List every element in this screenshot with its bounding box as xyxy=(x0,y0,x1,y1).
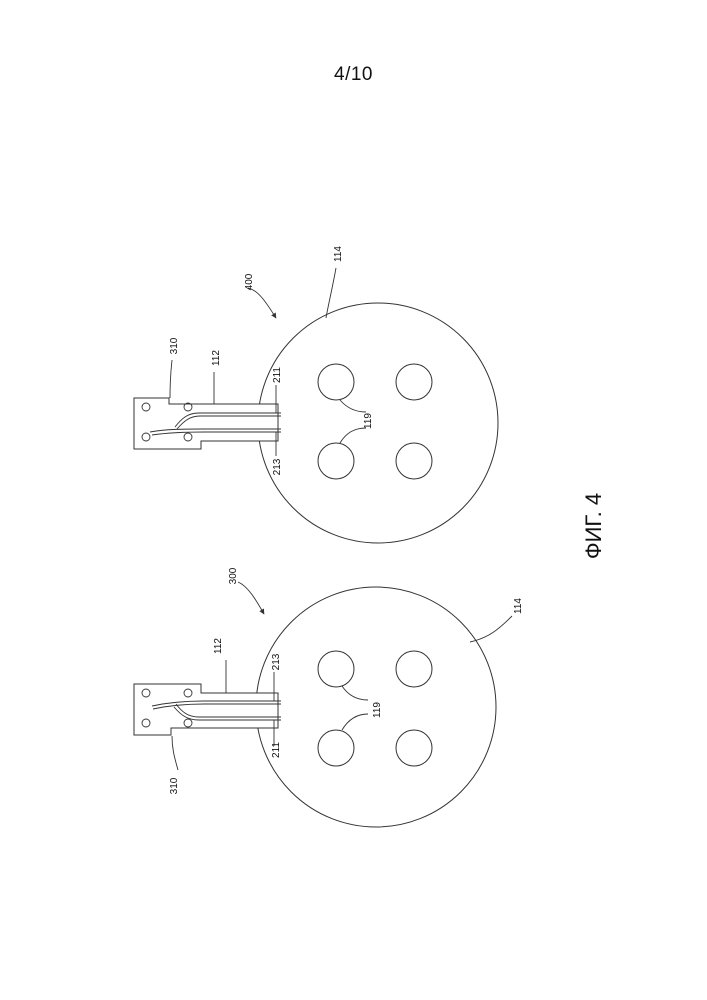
device-400-connector-leader xyxy=(170,360,172,398)
device-400-ref-openings: 119 xyxy=(363,413,374,429)
device-300-assembly-arrow xyxy=(238,582,264,614)
device-400-ref-connector: 310 xyxy=(169,337,180,354)
device-300-ref-openings: 119 xyxy=(372,702,383,718)
device-300-ref-tail: 112 xyxy=(213,638,224,654)
device-400-ref-tail: 112 xyxy=(211,350,222,366)
device-400: 400 114 112 310 211 213 119 xyxy=(134,246,498,543)
device-400-body-leader xyxy=(326,268,336,318)
device-300-body-leader xyxy=(470,616,512,642)
device-300-connector-tail xyxy=(134,684,278,735)
device-400-assembly-arrow xyxy=(248,288,276,318)
device-300: 300 114 112 310 213 211 119 xyxy=(134,567,524,827)
device-400-body-disc xyxy=(258,303,498,543)
device-400-ref-trace-b: 213 xyxy=(272,458,283,475)
device-300-ref-trace-a: 213 xyxy=(271,653,282,670)
device-400-ref-body: 114 xyxy=(333,246,344,262)
device-400-ref-trace-a: 211 xyxy=(272,367,283,383)
device-400-connector-tail xyxy=(134,398,278,449)
device-400-ref-assembly: 400 xyxy=(244,273,255,290)
device-300-ref-trace-b: 211 xyxy=(271,742,282,758)
figure-label: ФИГ. 4 xyxy=(581,493,606,559)
device-300-ref-connector: 310 xyxy=(169,777,180,794)
device-300-ref-assembly: 300 xyxy=(228,567,239,584)
device-300-ref-body: 114 xyxy=(513,598,524,614)
device-300-connector-leader xyxy=(172,736,178,770)
